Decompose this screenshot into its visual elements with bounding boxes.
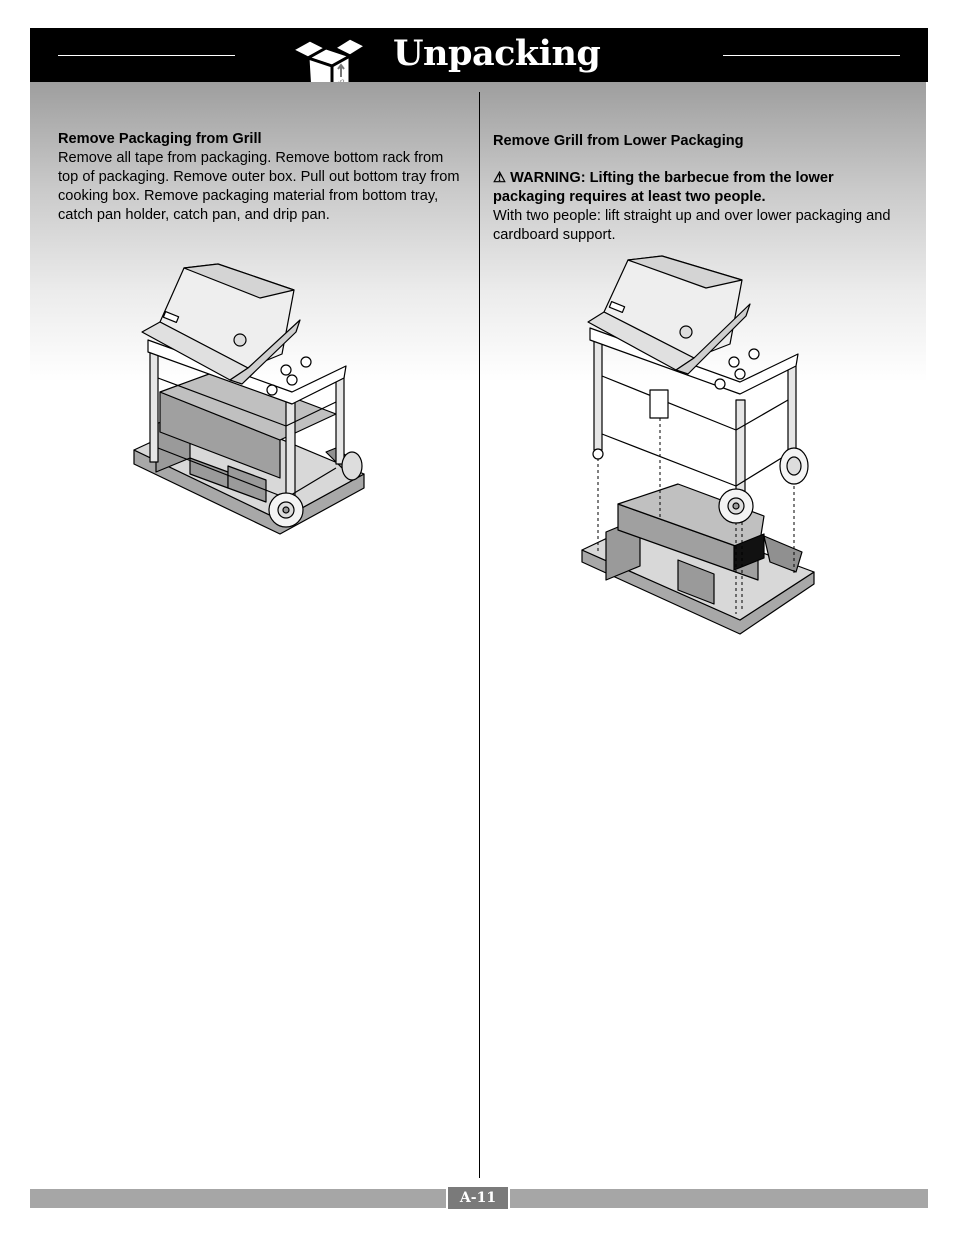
page-title: Unpacking [393,33,601,74]
column-divider [479,92,480,1178]
open-box-icon: UP [290,36,368,104]
right-heading: Remove Grill from Lower Packaging [493,133,744,149]
warning-message: WARNING: Lifting the barbecue from the l… [493,170,834,205]
left-heading: Remove Packaging from Grill [58,131,262,147]
grill-lifted-illustration [581,255,815,635]
page-header: Unpacking [30,28,928,82]
right-body: With two people: lift straight up and ov… [493,208,891,243]
right-column: Remove Grill from Lower Packaging ⚠ WARN… [493,132,903,245]
header-rule-left [58,55,235,56]
page-number: A-11 [446,1187,510,1209]
left-column: Remove Packaging from Grill Remove all t… [58,130,463,225]
header-rule-right [723,55,900,56]
warning-icon: ⚠ [493,170,507,186]
grill-in-packaging-illustration [133,263,365,535]
left-body: Remove all tape from packaging. Remove b… [58,150,460,223]
warning-text: ⚠ WARNING: Lifting the barbecue from the… [493,169,903,207]
